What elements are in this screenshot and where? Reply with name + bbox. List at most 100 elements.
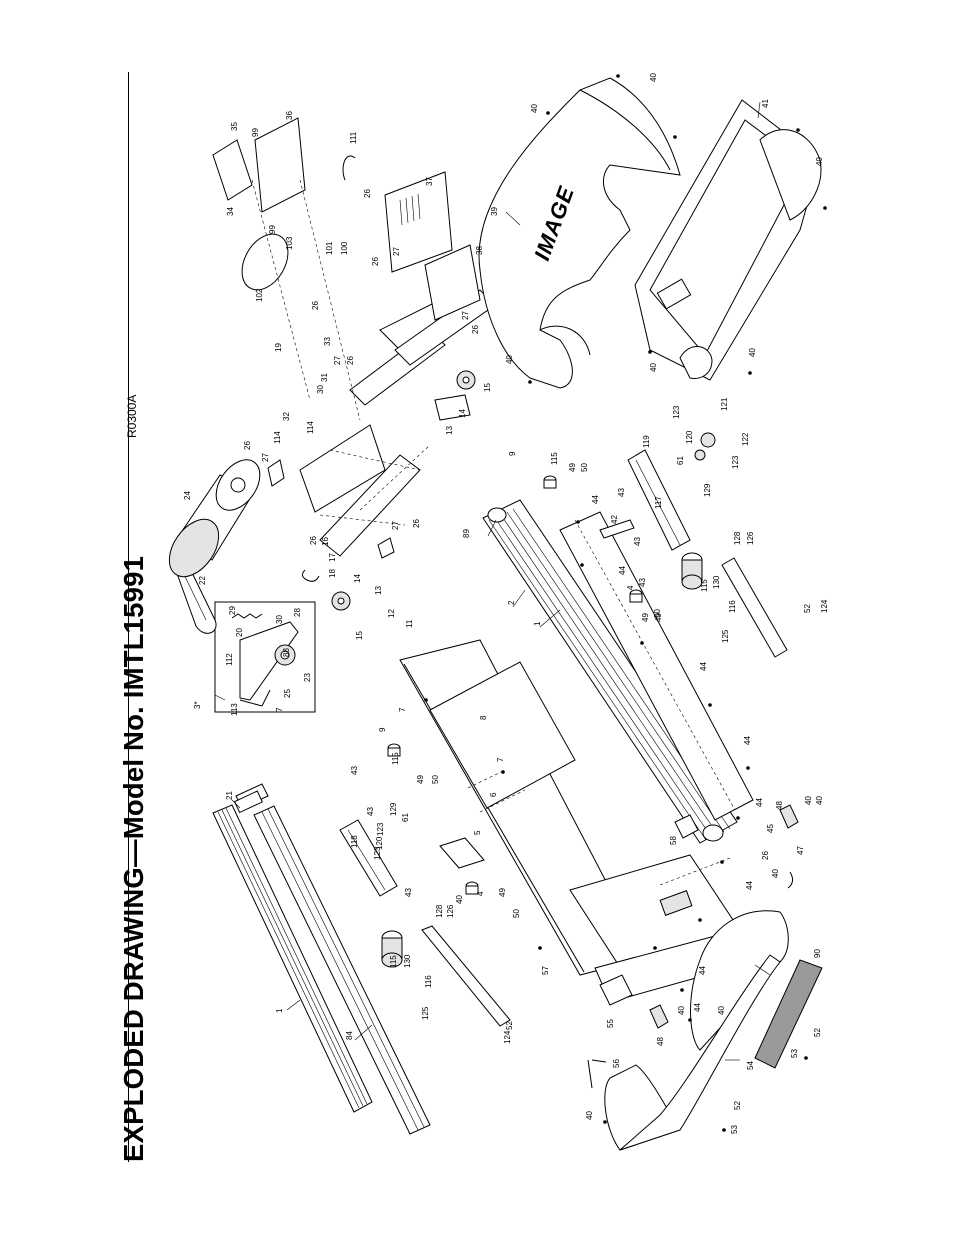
svg-text:1: 1 <box>533 621 542 626</box>
svg-text:44: 44 <box>699 662 708 671</box>
svg-text:129: 129 <box>389 802 398 816</box>
svg-text:50: 50 <box>653 609 662 618</box>
svg-text:40: 40 <box>771 869 780 878</box>
svg-text:49: 49 <box>568 463 577 472</box>
svg-text:52: 52 <box>803 604 812 613</box>
svg-text:22: 22 <box>198 576 207 585</box>
svg-text:49: 49 <box>641 613 650 622</box>
svg-text:120: 120 <box>375 836 384 850</box>
svg-text:14: 14 <box>353 574 362 583</box>
svg-text:4: 4 <box>626 585 635 590</box>
svg-text:56: 56 <box>612 1059 621 1068</box>
svg-text:124: 124 <box>503 1030 512 1044</box>
svg-text:11: 11 <box>405 619 414 628</box>
svg-text:27: 27 <box>333 356 342 365</box>
svg-text:55: 55 <box>606 1019 615 1028</box>
upright-frame <box>267 289 496 611</box>
svg-text:114: 114 <box>273 431 282 444</box>
svg-text:48: 48 <box>656 1037 665 1046</box>
svg-text:117: 117 <box>654 496 663 509</box>
svg-text:52: 52 <box>813 1028 822 1037</box>
right-rear-feet <box>543 432 788 658</box>
svg-text:13: 13 <box>374 586 383 595</box>
left-rear-feet <box>233 743 511 1027</box>
svg-text:27: 27 <box>392 247 401 256</box>
svg-text:7: 7 <box>398 707 407 712</box>
svg-text:125: 125 <box>721 629 730 643</box>
svg-text:43: 43 <box>350 766 359 775</box>
svg-text:38: 38 <box>475 246 484 255</box>
svg-text:7: 7 <box>275 707 284 712</box>
svg-text:9: 9 <box>378 727 387 732</box>
svg-text:33: 33 <box>323 337 332 346</box>
svg-text:27: 27 <box>261 453 270 462</box>
svg-text:12: 12 <box>387 609 396 618</box>
svg-text:49: 49 <box>416 775 425 784</box>
svg-text:13: 13 <box>445 426 454 435</box>
svg-text:115: 115 <box>550 452 559 465</box>
svg-text:7: 7 <box>496 757 505 762</box>
svg-text:53: 53 <box>730 1125 739 1134</box>
svg-text:4: 4 <box>476 891 485 896</box>
motor-belt <box>168 459 261 634</box>
svg-text:43: 43 <box>638 578 647 587</box>
svg-text:115: 115 <box>391 752 400 765</box>
svg-text:114: 114 <box>306 421 315 434</box>
svg-text:120: 120 <box>685 430 694 444</box>
idler-inset-box <box>214 601 316 713</box>
svg-text:26: 26 <box>363 189 372 198</box>
svg-text:27: 27 <box>391 521 400 530</box>
svg-text:40: 40 <box>804 796 813 805</box>
svg-text:47: 47 <box>796 846 805 855</box>
svg-text:40: 40 <box>649 73 658 82</box>
svg-text:30: 30 <box>316 385 325 394</box>
svg-text:32: 32 <box>282 412 291 421</box>
svg-text:5: 5 <box>473 830 482 835</box>
svg-text:40: 40 <box>585 1111 594 1120</box>
svg-text:123: 123 <box>373 846 382 860</box>
controller-brackets <box>212 117 481 421</box>
svg-text:128: 128 <box>733 531 742 545</box>
svg-text:26: 26 <box>471 325 480 334</box>
svg-text:18: 18 <box>328 569 337 578</box>
svg-text:15: 15 <box>483 383 492 392</box>
svg-text:116: 116 <box>424 975 433 988</box>
svg-text:123: 123 <box>672 405 681 419</box>
svg-text:99: 99 <box>251 128 260 137</box>
svg-text:112: 112 <box>225 653 234 666</box>
svg-text:122: 122 <box>741 432 750 446</box>
rear-end-caps <box>587 804 823 1151</box>
svg-text:44: 44 <box>591 495 600 504</box>
svg-text:37: 37 <box>425 177 434 186</box>
svg-text:19: 19 <box>274 343 283 352</box>
svg-text:15: 15 <box>355 631 364 640</box>
svg-text:2: 2 <box>507 600 516 605</box>
svg-text:40: 40 <box>815 796 824 805</box>
svg-text:40: 40 <box>505 355 514 364</box>
svg-text:89: 89 <box>462 529 471 538</box>
svg-text:40: 40 <box>677 1006 686 1015</box>
svg-text:43: 43 <box>633 537 642 546</box>
svg-text:40: 40 <box>717 1006 726 1015</box>
svg-text:50: 50 <box>431 775 440 784</box>
svg-text:129: 129 <box>703 483 712 497</box>
svg-text:88: 88 <box>282 648 291 657</box>
svg-text:17: 17 <box>328 553 337 562</box>
title-rule <box>128 72 129 1162</box>
svg-text:52: 52 <box>733 1101 742 1110</box>
svg-text:61: 61 <box>401 813 410 822</box>
svg-text:40: 40 <box>455 895 464 904</box>
svg-text:130: 130 <box>403 954 412 968</box>
svg-text:124: 124 <box>820 599 829 613</box>
leader-lines <box>214 101 771 1061</box>
svg-text:57: 57 <box>541 966 550 975</box>
svg-text:103: 103 <box>285 236 294 250</box>
svg-text:102: 102 <box>255 288 264 302</box>
svg-text:20: 20 <box>235 628 244 637</box>
fasteners <box>424 74 827 1132</box>
svg-text:43: 43 <box>404 888 413 897</box>
svg-text:24: 24 <box>183 491 192 500</box>
svg-text:130: 130 <box>712 575 721 589</box>
svg-text:28: 28 <box>293 608 302 617</box>
